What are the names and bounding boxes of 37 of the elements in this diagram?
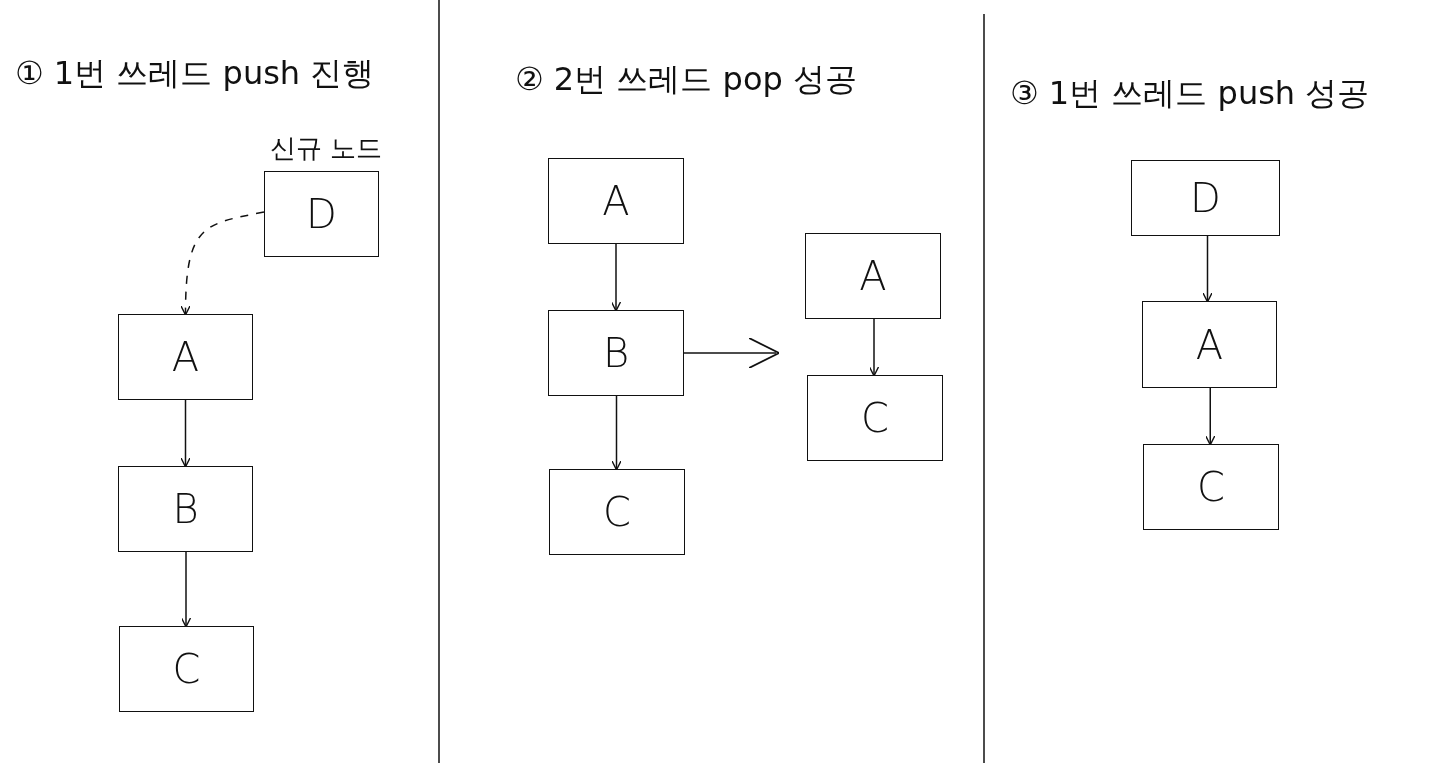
- arrow: [1202, 235, 1213, 303]
- dashed-arrow: [180, 211, 265, 316]
- node-label: A: [602, 178, 630, 224]
- node-label: D: [1190, 175, 1221, 221]
- node-box: [1143, 444, 1279, 530]
- node-label: A: [171, 334, 200, 380]
- node-label: B: [602, 330, 630, 376]
- node-label: C: [861, 395, 889, 441]
- node-label: A: [1195, 321, 1224, 368]
- node-label: D: [306, 191, 337, 237]
- node-label: C: [172, 646, 201, 692]
- arrow: [610, 243, 622, 312]
- node-box: [807, 375, 943, 461]
- node-caption: 신규 노드: [270, 132, 383, 165]
- node-box: [1142, 301, 1277, 388]
- arrow: [683, 337, 780, 369]
- node-box: [118, 466, 253, 552]
- arrow: [180, 551, 192, 628]
- node-box: [118, 314, 253, 400]
- node-box: [548, 310, 684, 396]
- step-heading: ③ 1번 쓰레드 push 성공: [1010, 73, 1370, 114]
- node-label: C: [603, 489, 631, 535]
- node-box: [548, 158, 684, 244]
- step-heading: ② 2번 쓰레드 pop 성공: [515, 59, 857, 100]
- node-label: C: [1197, 464, 1225, 510]
- node-box: [805, 233, 941, 319]
- arrow: [611, 395, 622, 471]
- arrow: [868, 318, 880, 377]
- node-label: A: [859, 253, 887, 299]
- node-box: [549, 469, 685, 555]
- node-label: B: [172, 486, 199, 532]
- arrow: [180, 399, 191, 468]
- node-box: [264, 171, 379, 257]
- arrow: [1205, 387, 1216, 446]
- node-box: [119, 626, 254, 712]
- node-box: [1131, 160, 1280, 236]
- step-heading: ① 1번 쓰레드 push 진행: [15, 53, 375, 94]
